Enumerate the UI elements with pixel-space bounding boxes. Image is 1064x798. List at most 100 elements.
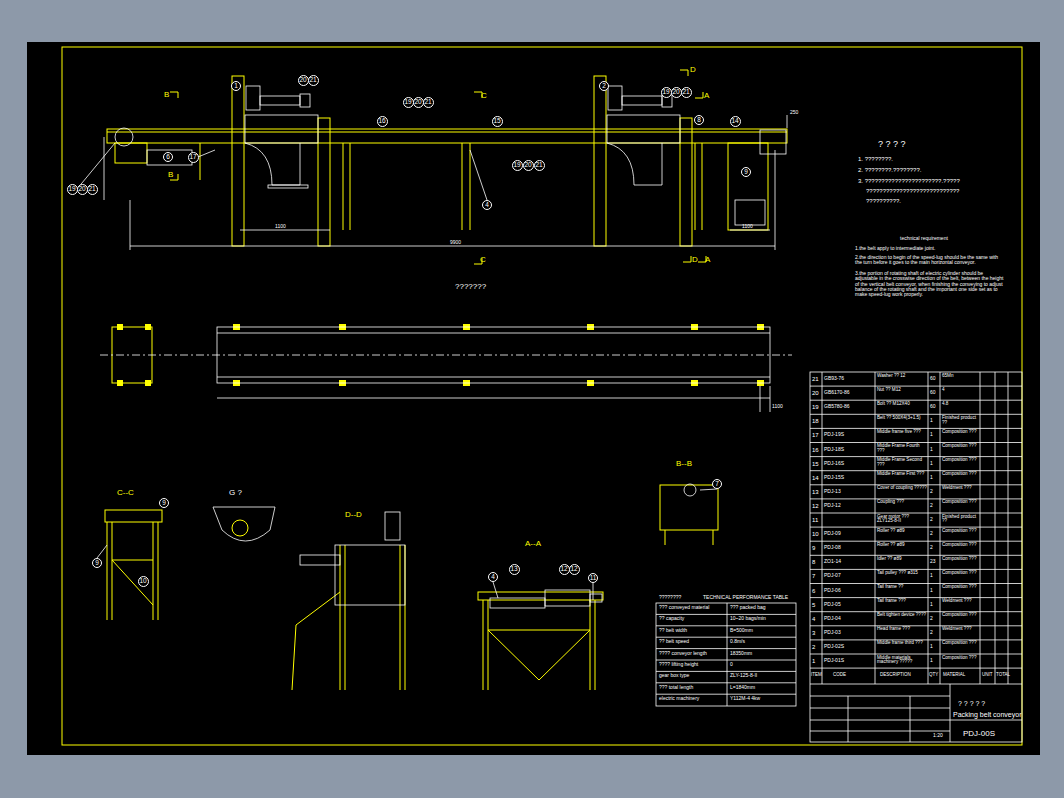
drawing-label: PDJ-13 [824,489,841,495]
drawing-label: MATERIAL [943,673,965,678]
drawing-label: ???? lifting height [659,662,725,667]
drawing-label: 10 [812,531,819,538]
drawing-label: Roller ?? ø89 [877,529,927,534]
drawing-label: B=500mm [730,628,794,633]
drawing-label: 14 [812,475,819,482]
drawing-label: C--C [117,489,134,498]
drawing-label: 1 [930,602,933,608]
callout-bubble: 19 [661,87,672,98]
drawing-label: PDJ-16S [824,461,844,467]
drawing-label: ITEM [811,673,822,678]
drawing-label: Middle frame five ??? [877,430,927,435]
callout-number: 11 [590,575,597,582]
drawing-label: ??? total length [659,685,725,690]
callout-number: 21 [309,77,316,84]
drawing-label: 12 [812,503,819,510]
drawing-label: 19 [812,404,819,411]
callout-number: 21 [88,186,95,193]
drawing-label: Composition ??? [942,543,979,548]
drawing-label: 2 [930,616,933,622]
drawing-label: ???????? [659,595,681,601]
callout-bubble: 6 [163,152,173,162]
drawing-label: PDJ-18S [824,447,844,453]
drawing-label: PDJ-06 [824,588,841,594]
drawing-label: QTY [929,673,938,678]
callout-bubble: 21 [308,75,319,86]
drawing-label: Composition ??? [942,571,979,576]
callout-bubble: 12 [569,564,580,575]
drawing-label: 1100 [742,224,753,230]
callout-bubble: 9 [159,498,169,508]
drawing-label: 1:20 [933,733,943,739]
callout-bubble: 19 [512,160,523,171]
callout-number: 20 [78,186,85,193]
drawing-label: D--D [345,511,362,520]
drawing-label: 9900 [450,240,461,246]
drawing-label: Tail pulley ??? ø315 [877,571,927,576]
drawing-label: ???????????????????????????? [866,188,959,195]
drawing-label: L=1840mm [730,685,794,690]
callout-number: 14 [731,118,738,125]
drawing-label: GB6170-86 [824,390,850,396]
drawing-label: 2 [930,517,933,523]
drawing-label: 1.the belt apply to intermediate joint. [855,246,1005,251]
drawing-label: GB93-76 [824,376,844,382]
drawing-label: B--B [676,460,692,469]
drawing-label: Middle Frame Fourth ??? [877,444,927,454]
drawing-label: PDJ-04 [824,616,841,622]
callout-number: 15 [493,118,500,125]
drawing-label: 1 [930,475,933,481]
drawing-label: Middle Frame First ??? [877,472,927,477]
drawing-label: Composition ??? [942,430,979,435]
drawing-label: Packing belt conveyor [953,711,1021,719]
callout-bubble: 20 [413,97,424,108]
drawing-label: PDJ-00S [963,730,995,739]
callout-bubble: 19 [403,97,414,108]
callout-number: 19 [662,89,669,96]
callout-number: 20 [414,99,421,106]
callout-bubble: 12 [559,564,570,575]
drawing-label: TECHNICAL PERFORMANCE TABLE [703,595,788,601]
drawing-label: 21 [812,376,819,383]
callout-number: 9 [744,169,748,176]
drawing-label: 1 [930,658,933,664]
drawing-label: UNIT [982,673,993,678]
drawing-label: C [480,256,486,265]
drawing-label: 4 [942,388,979,393]
drawing-label: Roller ?? ø89 [877,543,927,548]
drawing-label: 7 [812,573,815,580]
drawing-label: 0 [730,662,794,667]
drawing-label: 13 [812,489,819,496]
drawing-label: Weldment ??? [942,486,979,491]
callout-bubble: 9 [741,167,751,177]
callout-bubble: 20 [77,184,88,195]
callout-number: 4 [485,202,489,209]
drawing-label: ZLY-125-8-II [730,673,794,678]
drawing-label: Belt ?? 500X4(3+1.5) [877,416,927,421]
drawing-label: C [481,92,487,101]
callout-number: 12 [560,566,567,573]
drawing-label: D [692,256,698,265]
drawing-label: Gear motor ??? ZLY125-8-II [877,515,927,525]
drawing-label: 1 [930,573,933,579]
drawing-label: Middle materials machinery ????? [877,656,927,666]
drawing-label: PDJ-03 [824,630,841,636]
drawing-label: 6 [812,588,815,595]
drawing-label: 2. ????????.????????. [858,167,921,174]
drawing-label: A [705,256,710,265]
callout-bubble: 13 [509,564,520,575]
callout-number: 19 [68,186,75,193]
drawing-label: 2 [930,630,933,636]
drawing-label: Idler ?? ø89 [877,557,927,562]
drawing-label: 4.8 [942,402,979,407]
callout-bubble: 21 [681,87,692,98]
drawing-label: PDJ-19S [824,432,844,438]
drawing-label: 20 [812,390,819,397]
drawing-label: Washer ?? 12 [877,374,927,379]
callout-number: 7 [715,481,719,488]
drawing-label: gear box type [659,673,725,678]
callout-number: 4 [491,574,495,581]
drawing-label: 23 [930,559,936,565]
drawing-label: ?? capacity [659,616,725,621]
callout-number: 2 [602,83,606,90]
